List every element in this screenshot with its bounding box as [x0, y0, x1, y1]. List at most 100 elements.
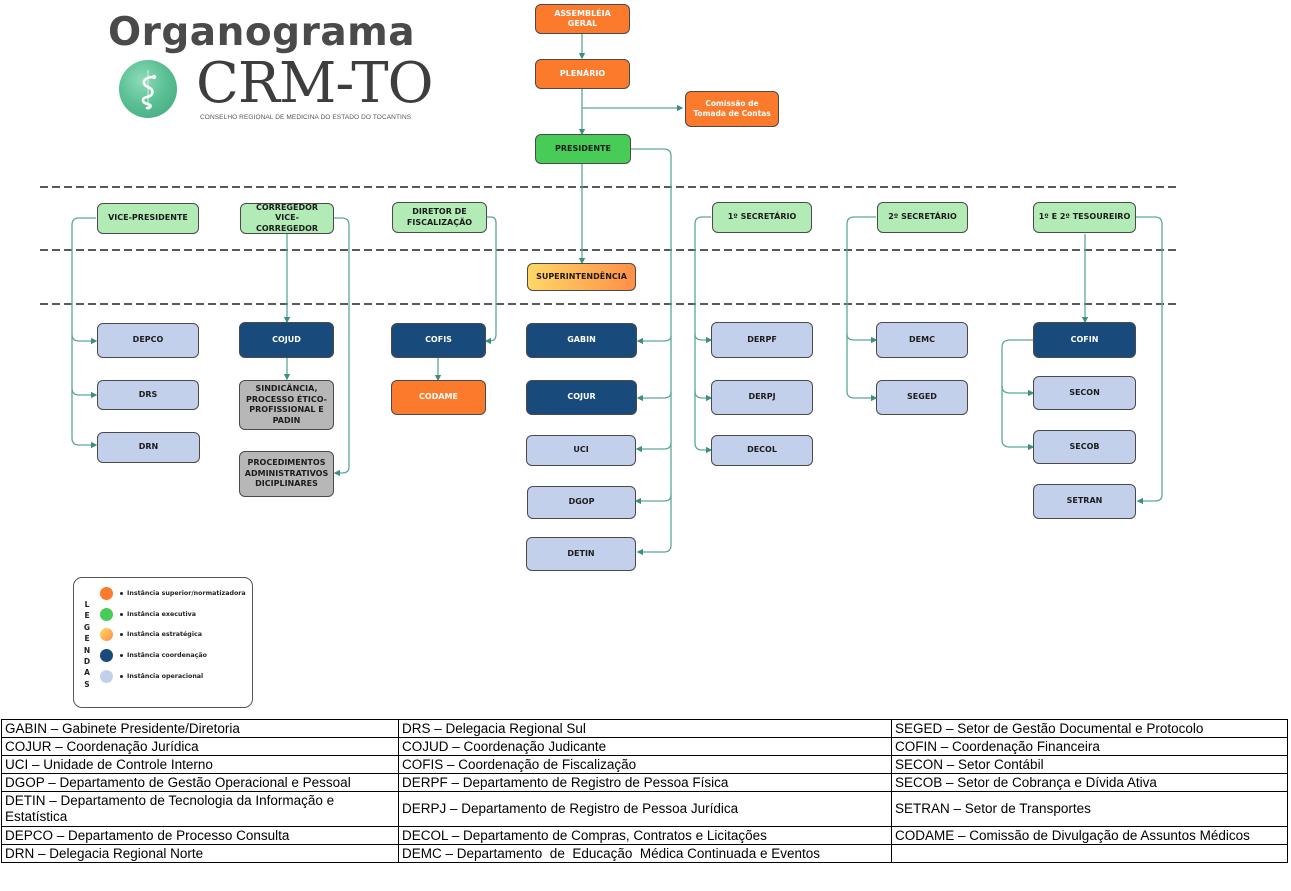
navy-dot-icon — [100, 648, 113, 662]
table-cell: DECOL – Departamento de Compras, Contrat… — [398, 826, 892, 845]
legend-label: Instância executiva — [127, 610, 196, 618]
connector — [846, 216, 878, 402]
connector — [694, 216, 713, 454]
table-cell: SECON – Setor Contábil — [891, 755, 1288, 774]
legend-label: Instância coordenação — [127, 651, 207, 659]
legend-heading: LEGENDAS — [83, 600, 91, 689]
table-cell: UCI – Unidade de Controle Interno — [1, 755, 399, 774]
node-superintendencia[interactable]: SUPERINTENDÊNCIA — [527, 263, 636, 291]
table-cell: COFIN – Coordenação Financeira — [891, 737, 1288, 756]
node-secon[interactable]: SECON — [1033, 376, 1136, 410]
node-setran[interactable]: SETRAN — [1033, 484, 1136, 519]
legend: LEGENDAS Instância superior/normatizador… — [73, 577, 253, 708]
logo-subtitle: CONSELHO REGIONAL DE MEDICINA DO ESTADO … — [200, 114, 412, 121]
table-cell: SECOB – Setor de Cobrança e Dívida Ativa — [891, 773, 1288, 792]
node-depco[interactable]: DEPCO — [97, 323, 199, 358]
connector — [1001, 339, 1035, 451]
pale-blue-dot-icon — [100, 669, 113, 683]
legend-item: Instância coordenação — [100, 648, 207, 662]
gradient-dot-icon — [100, 627, 113, 641]
node-corregedor[interactable]: CORREGEDOR VICE-CORREGEDOR — [240, 203, 334, 234]
glossary-table: GABIN – Gabinete Presidente/Diretoria DR… — [1, 719, 1288, 863]
node-plenario[interactable]: PLENÁRIO — [535, 59, 630, 89]
connector — [631, 148, 672, 556]
legend-item: Instância superior/normatizadora — [100, 586, 246, 600]
connector — [71, 217, 98, 449]
connector — [71, 333, 98, 345]
logo-title: Organograma — [108, 10, 416, 55]
caduceus-icon — [119, 60, 177, 118]
connector — [636, 391, 672, 402]
node-drs[interactable]: DRS — [97, 380, 199, 410]
table-cell: DGOP – Departamento de Gestão Operaciona… — [1, 773, 399, 792]
table-row: DGOP – Departamento de Gestão Operaciona… — [1, 773, 1288, 792]
connector — [484, 216, 497, 345]
node-1-secretario[interactable]: 1º SECRETÁRIO — [712, 202, 812, 233]
connector — [635, 442, 672, 453]
node-demc[interactable]: DEMC — [876, 322, 968, 358]
node-seged[interactable]: SEGED — [876, 380, 968, 415]
node-cojud[interactable]: COJUD — [239, 322, 334, 358]
table-row: UCI – Unidade de Controle Interno COFIS … — [1, 755, 1288, 774]
node-vice-presidente[interactable]: VICE-PRESIDENTE — [97, 203, 199, 234]
legend-label: Instância estratégica — [127, 630, 202, 638]
connector — [846, 333, 878, 344]
node-drn[interactable]: DRN — [97, 432, 200, 463]
node-derpj[interactable]: DERPJ — [711, 380, 813, 415]
table-cell: SEGED – Setor de Gestão Documental e Pro… — [891, 719, 1288, 738]
table-cell: COJUR – Coordenação Jurídica — [1, 737, 399, 756]
node-assembleia-geral[interactable]: ASSEMBLÉIA GERAL — [535, 4, 630, 34]
legend-item: Instância estratégica — [100, 627, 202, 641]
legend-item: Instância operacional — [100, 669, 203, 683]
connector — [1001, 385, 1035, 397]
logo-brand: CRM-TO — [196, 51, 434, 116]
node-diretor-fiscalizacao[interactable]: DIRETOR DE FISCALIZAÇÃO — [392, 202, 487, 233]
bullet-icon — [120, 674, 123, 678]
connector — [694, 333, 713, 344]
legend-item: Instância executiva — [100, 607, 196, 621]
node-cofis[interactable]: COFIS — [391, 323, 486, 358]
connector — [694, 390, 713, 402]
orange-dot-icon — [100, 586, 113, 600]
node-detin[interactable]: DETIN — [526, 537, 636, 571]
table-cell: COJUD – Coordenação Judicante — [398, 737, 892, 756]
connector — [1136, 216, 1163, 505]
bullet-icon — [120, 653, 123, 657]
node-derpf[interactable]: DERPF — [711, 322, 813, 358]
table-cell: DRN – Delegacia Regional Norte — [1, 844, 399, 863]
green-dot-icon — [100, 607, 113, 621]
connector — [636, 335, 672, 345]
connector — [333, 217, 350, 477]
table-cell: COFIS – Coordenação de Fiscalização — [398, 755, 892, 774]
node-procedimentos[interactable]: PROCEDIMENTOS ADMINISTRATIVOS DICIPLINAR… — [239, 451, 334, 497]
table-cell: GABIN – Gabinete Presidente/Diretoria — [1, 719, 399, 738]
table-cell: CODAME – Comissão de Divulgação de Assun… — [891, 826, 1288, 845]
node-presidente[interactable]: PRESIDENTE — [535, 134, 631, 164]
bullet-icon — [120, 632, 123, 636]
node-codame[interactable]: CODAME — [391, 380, 486, 415]
table-cell — [891, 844, 1288, 863]
node-comissao-tomada-contas[interactable]: Comissão de Tomada de Contas — [685, 91, 779, 127]
node-secob[interactable]: SECOB — [1033, 430, 1136, 464]
bullet-icon — [120, 591, 123, 595]
table-cell: DEMC – Departamento de Educação Médica C… — [398, 844, 892, 863]
table-cell: DRS – Delegacia Regional Sul — [398, 719, 892, 738]
node-gabin[interactable]: GABIN — [526, 323, 637, 358]
node-tesoureiro[interactable]: 1º E 2º TESOUREIRO — [1033, 202, 1136, 233]
table-row: GABIN – Gabinete Presidente/Diretoria DR… — [1, 719, 1288, 738]
table-row: DEPCO – Departamento de Processo Consult… — [1, 826, 1288, 845]
node-decol[interactable]: DECOL — [711, 435, 813, 466]
table-cell: DEPCO – Departamento de Processo Consult… — [1, 826, 399, 845]
node-2-secretario[interactable]: 2º SECRETÁRIO — [877, 202, 968, 233]
table-row: DRN – Delegacia Regional Norte DEMC – De… — [1, 844, 1288, 863]
table-row: DETIN – Departamento de Tecnologia da In… — [1, 791, 1288, 827]
node-dgop[interactable]: DGOP — [527, 486, 636, 519]
node-cojur[interactable]: COJUR — [526, 380, 637, 415]
table-cell: DERPF – Departamento de Registro de Pess… — [398, 773, 892, 792]
node-sindicancia[interactable]: SINDICÂNCIA, PROCESSO ÉTICO-PROFISSIONAL… — [239, 380, 334, 430]
table-cell: DERPJ – Departamento de Registro de Pess… — [398, 791, 892, 827]
node-cofin[interactable]: COFIN — [1033, 322, 1136, 358]
legend-label: Instância superior/normatizadora — [127, 589, 246, 597]
node-uci[interactable]: UCI — [526, 435, 636, 466]
